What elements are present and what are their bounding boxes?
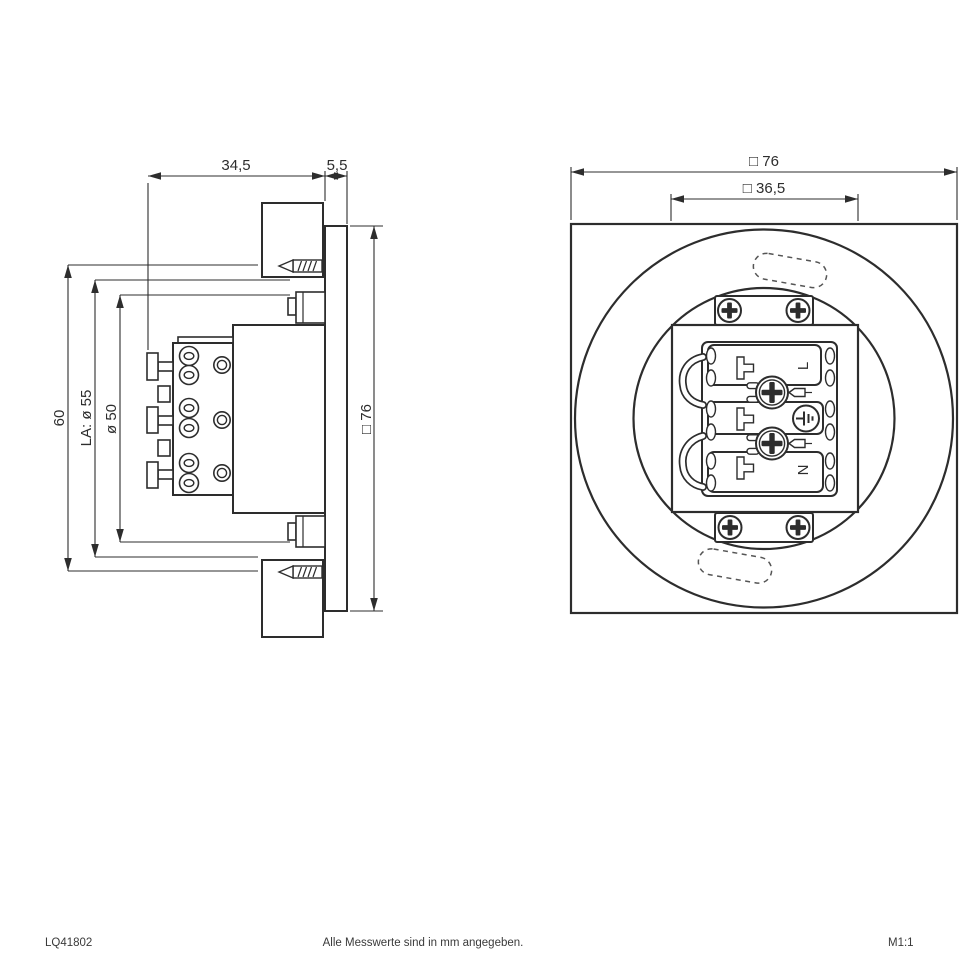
dim-label-bezel-thickness: 5,5 <box>327 157 348 174</box>
terminal-screw-live <box>746 375 812 410</box>
screw-plate-top <box>714 295 814 326</box>
mounting-screw-bottom-icon <box>277 559 337 585</box>
dim-inner-square: □ 36,5 <box>670 180 859 221</box>
dim-label-outer-square: □ 76 <box>749 153 779 170</box>
side-view: 34,5 5,5 60 LA: ø 55 ø 50 <box>51 157 383 638</box>
clamp-fitting-top <box>287 291 326 324</box>
knockout-slot-top <box>752 252 828 289</box>
article-number: LQ41802 <box>45 937 93 949</box>
dim-label-overall-height: 60 <box>51 410 68 427</box>
measurement-note: Alle Messwerte sind in mm angegeben. <box>322 937 524 949</box>
clamp-fitting-bottom <box>287 515 326 548</box>
drawing-scale: M1:1 <box>888 937 914 949</box>
mounting-screw-top-icon <box>277 253 337 279</box>
dim-body-diameter: ø 50 <box>103 294 290 543</box>
terminal-screws-side <box>213 355 232 482</box>
earth-ground-icon <box>792 404 820 433</box>
terminal-screw-neutral <box>746 426 812 461</box>
front-view: □ 76 □ 36,5 <box>569 153 959 615</box>
dim-recess-depth: 34,5 <box>147 157 326 350</box>
bezel-plate-side <box>324 225 348 612</box>
terminal-block-front: L N <box>678 341 838 497</box>
knockout-slot-bottom <box>697 548 773 584</box>
screw-plate-bottom <box>714 512 814 543</box>
wire-hook-icon <box>678 432 707 491</box>
terminal-label-live: L <box>795 362 812 370</box>
phillips-screw-icon <box>785 298 811 323</box>
dim-label-body-diameter: ø 50 <box>103 404 120 434</box>
dim-label-inner-square: □ 36,5 <box>743 180 785 197</box>
contact-ovals <box>705 347 836 492</box>
terminal-label-neutral: N <box>795 465 812 476</box>
dim-label-ceiling-cutout: LA: ø 55 <box>78 390 95 447</box>
dim-label-recess-depth: 34,5 <box>221 157 250 174</box>
phillips-screw-icon <box>717 298 742 323</box>
dim-bezel-thickness: 5,5 <box>325 157 348 224</box>
phillips-screw-icon <box>717 515 743 540</box>
housing-body <box>232 324 326 514</box>
phillips-screw-icon <box>785 515 811 540</box>
wire-hook-icon <box>678 353 707 409</box>
dim-outer-square: □ 76 <box>570 153 958 220</box>
dim-bezel-square: □ 76 <box>350 225 383 612</box>
dim-ceiling-cutout: LA: ø 55 <box>78 279 290 558</box>
dim-label-bezel-square: □ 76 <box>358 404 375 434</box>
dim-overall-height: 60 <box>51 264 258 572</box>
terminal-block-side <box>146 336 234 496</box>
wire-clamp-icons <box>736 356 755 480</box>
terminal-ports-side <box>178 345 200 494</box>
